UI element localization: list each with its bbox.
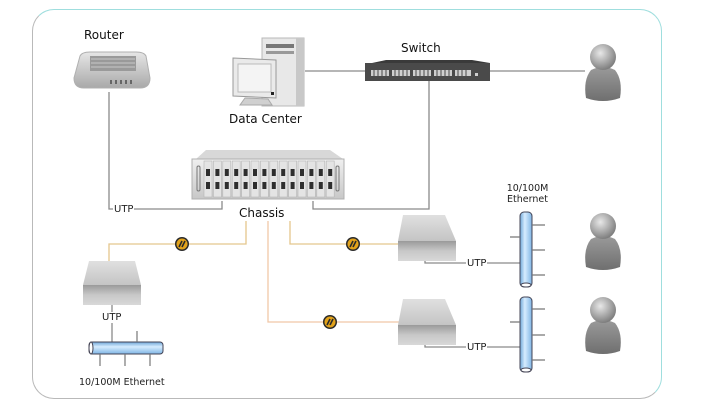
chassis-port: [281, 169, 286, 176]
copper-links: [108, 70, 585, 348]
chassis-port: [215, 169, 220, 176]
fiber-connector-icon: [175, 237, 189, 251]
link-switch-chassis: [312, 81, 430, 210]
chassis-port: [215, 182, 220, 189]
chassis-port: [318, 169, 323, 176]
chassis-port: [262, 169, 267, 176]
chassis-port: [281, 182, 286, 189]
utp-label-right-top: UTP: [466, 258, 488, 269]
chassis-port: [262, 182, 267, 189]
server-workstation-icon[interactable]: [232, 37, 305, 107]
fiber-links: [108, 221, 400, 323]
chassis-port: [253, 182, 257, 189]
chassis-slot: [269, 160, 279, 198]
media-converter-icon[interactable]: [83, 261, 141, 305]
chassis-port: [290, 182, 295, 189]
fiber-connector-icon: [346, 237, 360, 251]
fiber-connectors: [175, 237, 360, 329]
utp-label-right-bottom: UTP: [466, 342, 488, 353]
fiber-connector-icon: [323, 315, 337, 329]
ethernet-label-top-line2: Ethernet: [507, 194, 548, 205]
link-rb-converter-bus: [424, 345, 520, 348]
utp-label-router: UTP: [113, 204, 135, 215]
chassis-port: [309, 182, 314, 189]
ethernet-bus-icon: [510, 211, 545, 288]
chassis-port: [309, 169, 314, 176]
ethernet-label-top: 10/100M Ethernet: [500, 183, 555, 205]
chassis-slot: [231, 160, 241, 198]
ethernet-label-bottom: 10/100M Ethernet: [79, 377, 165, 388]
media-converter-chassis-icon[interactable]: [191, 150, 345, 200]
chassis-port: [328, 169, 333, 176]
chassis-slot: [316, 160, 326, 198]
chassis-slot: [307, 160, 316, 198]
chassis-slot: [213, 160, 222, 198]
chassis-port: [243, 182, 248, 189]
chassis-port: [234, 169, 239, 176]
ethernet-bus-icon: [510, 296, 545, 373]
chassis-port: [206, 169, 210, 176]
chassis-slot: [203, 160, 213, 198]
chassis-port: [271, 169, 276, 176]
chassis-slot: [222, 160, 232, 198]
chassis-slot: [278, 160, 288, 198]
diagram-frame: [32, 9, 662, 399]
chassis-port: [300, 182, 304, 189]
chassis-slot: [241, 160, 250, 198]
chassis-port: [253, 169, 257, 176]
chassis-port: [224, 169, 229, 176]
fiber-chassis-right-bottom: [267, 221, 400, 323]
chassis-port: [290, 169, 295, 176]
chassis-port: [243, 169, 248, 176]
chassis-slot: [260, 160, 269, 198]
switch-label: Switch: [401, 41, 441, 55]
chassis-slot: [288, 160, 297, 198]
chassis-port: [224, 182, 229, 189]
chassis-label: Chassis: [238, 206, 286, 220]
utp-label-left: UTP: [101, 312, 123, 323]
chassis-slot: [325, 160, 335, 198]
link-rt-converter-bus: [424, 261, 520, 264]
chassis-port: [300, 169, 304, 176]
user-icon[interactable]: [585, 213, 621, 270]
chassis-port: [271, 182, 276, 189]
media-converter-icon[interactable]: [398, 215, 456, 261]
chassis-slot: [297, 160, 307, 198]
ethernet-bus-icon: [88, 331, 164, 366]
chassis-port: [318, 182, 323, 189]
ethernet-label-top-line1: 10/100M: [506, 183, 549, 194]
media-converter-icon[interactable]: [398, 299, 456, 345]
router-label: Router: [84, 28, 124, 42]
fiber-chassis-right-top: [289, 221, 400, 245]
data-center-label: Data Center: [229, 112, 302, 126]
chassis-slot: [250, 160, 260, 198]
chassis-port: [206, 182, 210, 189]
router-icon[interactable]: [73, 51, 151, 89]
network-switch-icon[interactable]: [365, 60, 490, 81]
chassis-port: [234, 182, 239, 189]
user-icon[interactable]: [585, 297, 621, 354]
link-router-chassis: [108, 92, 223, 210]
chassis-port: [328, 182, 333, 189]
user-icon[interactable]: [585, 44, 621, 101]
